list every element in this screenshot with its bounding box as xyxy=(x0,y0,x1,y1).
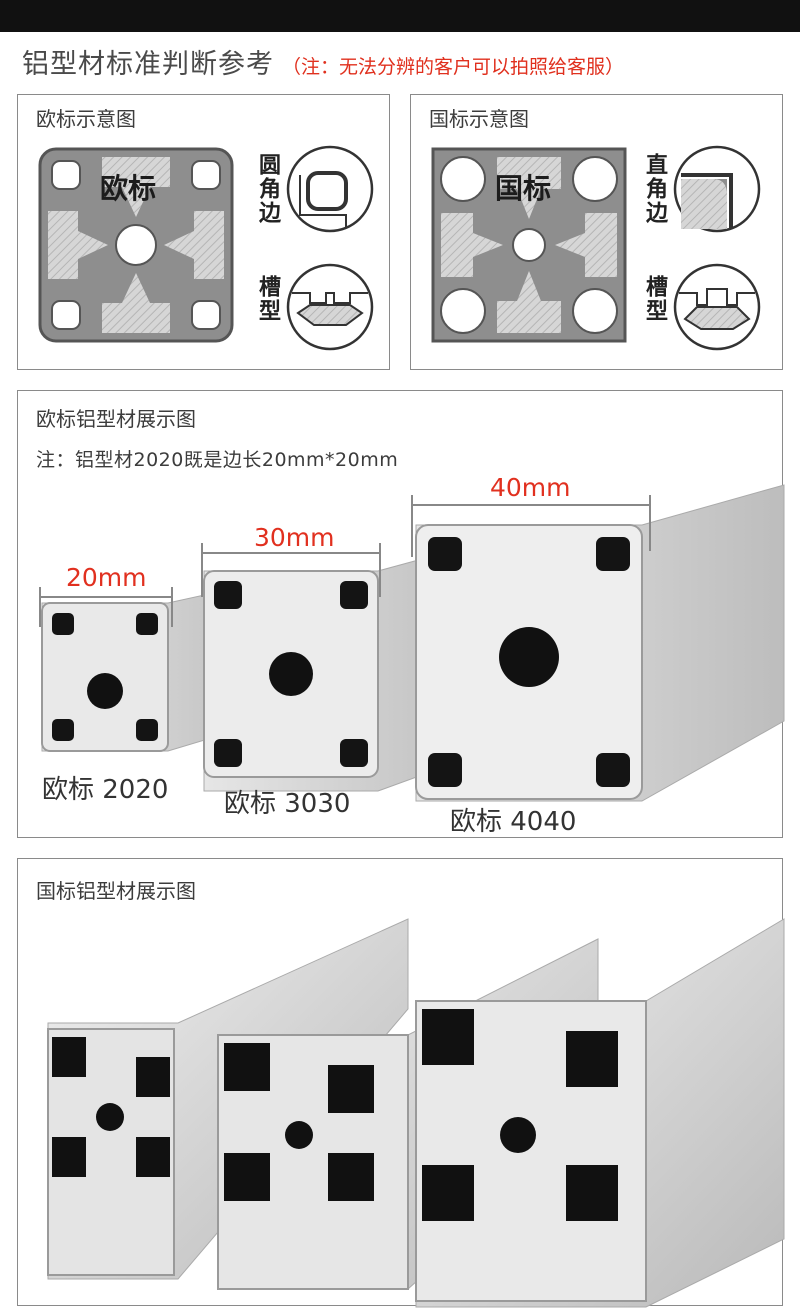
eu-showcase-label: 欧标铝型材展示图 xyxy=(36,407,196,431)
eu-profile-cross-section xyxy=(38,147,234,343)
model-label-2020: 欧标 2020 xyxy=(42,775,169,805)
model-label-3030: 欧标 3030 xyxy=(224,789,351,819)
cn-slot-icon xyxy=(673,263,761,351)
dim-label-30: 30mm xyxy=(254,523,335,552)
eu-profile-text: 欧标 xyxy=(100,172,157,205)
dim-label-40: 40mm xyxy=(490,473,571,502)
eu-showcase-panel: 欧标铝型材展示图 注：铝型材2020既是边长20mm*20mm xyxy=(17,390,785,838)
header-note: （注：无法分辨的客户可以拍照给客服） xyxy=(282,56,625,78)
eu-rounded-edge-icon xyxy=(286,145,374,233)
cn-square-edge-icon xyxy=(673,145,761,233)
eu-slot-label: 槽型 xyxy=(255,275,280,323)
cn-showcase-panel: 国标铝型材展示图 xyxy=(17,858,785,1308)
header: 铝型材标准判断参考 （注：无法分辨的客户可以拍照给客服） xyxy=(22,42,624,82)
eu-slot-icon xyxy=(286,263,374,351)
dim-label-20: 20mm xyxy=(66,563,147,592)
model-label-4040: 欧标 4040 xyxy=(450,807,577,837)
cn-corner-label: 直角边 xyxy=(642,153,667,225)
top-bar xyxy=(0,0,800,32)
eu-diagram-label: 欧标示意图 xyxy=(36,107,136,131)
page-title: 铝型材标准判断参考 xyxy=(22,49,274,80)
cn-profile-text: 国标 xyxy=(495,172,552,205)
cn-showcase-label: 国标铝型材展示图 xyxy=(36,879,196,903)
eu-corner-label: 圆角边 xyxy=(255,153,280,225)
eu-diagram-panel: 欧标示意图 欧标 圆角边 槽型 xyxy=(17,94,390,370)
cn-diagram-panel: 国标示意图 国标 直角边 槽型 xyxy=(410,94,783,370)
cn-profile-cross-section xyxy=(431,147,627,343)
eu-showcase-note: 注：铝型材2020既是边长20mm*20mm xyxy=(36,449,399,471)
cn-slot-label: 槽型 xyxy=(642,275,667,323)
eu-profiles-illustration xyxy=(39,484,785,802)
cn-diagram-label: 国标示意图 xyxy=(429,107,529,131)
cn-profiles-illustration xyxy=(47,918,785,1308)
